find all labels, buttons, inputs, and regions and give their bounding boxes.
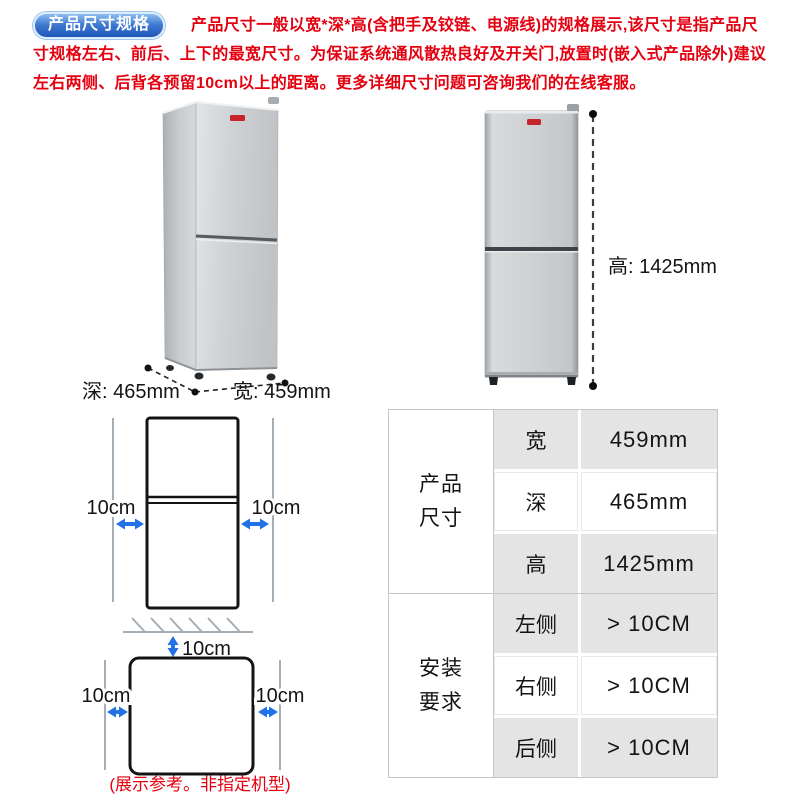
fridge-outline-top (128, 656, 255, 776)
spec-label-cell: 宽 (494, 410, 578, 469)
spec-table: 产品 尺寸 宽 459mm 深 465mm 高 1425mm 安装 要求 左侧 … (388, 409, 718, 778)
back-gap-arrow-icon (167, 636, 179, 657)
front-clearance-diagram: 10cm 10cm (84, 416, 303, 633)
width-label: 宽: 459mm (233, 380, 331, 403)
spec-section-title: 产品 尺寸 (389, 410, 494, 593)
fridge-perspective-illustration: 深: 465mm 宽: 459mm (82, 97, 331, 403)
spec-label-cell: 后侧 (494, 718, 578, 777)
spec-value-cell: 465mm (581, 472, 717, 531)
depth-measure-line (144, 364, 196, 393)
height-label: 高: 1425mm (608, 255, 717, 278)
right-gap-arrow-icon (241, 518, 269, 530)
header-section: 产品尺寸规格 产品尺寸一般以宽*深*高(含把手及铰链、电源线)的规格展示,该尺寸… (33, 11, 770, 98)
wall-hatch-icon (123, 617, 253, 633)
clearance-diagrams: 10cm 10cm 10cm (79, 416, 307, 794)
left-gap-label: 10cm (82, 685, 131, 707)
fridge-front-illustration: 高: 1425mm (484, 104, 717, 390)
door-divider-line (485, 247, 578, 251)
top-clearance-diagram: 10cm 10cm (79, 656, 307, 776)
left-gap-arrow-icon (107, 706, 128, 718)
spec-label-cell: 高 (494, 534, 578, 593)
spec-value-cell: 459mm (581, 410, 717, 469)
spec-label-cell: 右侧 (494, 656, 578, 715)
left-gap-label: 10cm (87, 497, 136, 519)
height-measure-line (589, 110, 597, 390)
spec-value-cell: > 10CM (581, 718, 717, 777)
spec-section-installation: 安装 要求 左侧 > 10CM 右侧 > 10CM 后侧 > 10CM (389, 593, 717, 777)
section-title-badge: 产品尺寸规格 (33, 12, 166, 39)
spec-section-dimensions: 产品 尺寸 宽 459mm 深 465mm 高 1425mm (389, 410, 717, 593)
width-measure-line (191, 379, 289, 396)
spec-label-cell: 左侧 (494, 594, 578, 653)
left-gap-arrow-icon (116, 518, 144, 530)
brand-logo-icon (527, 119, 541, 125)
door-divider-line (195, 234, 278, 242)
brand-logo-icon (230, 115, 245, 121)
spec-value-cell: 1425mm (581, 534, 717, 593)
spec-section-title: 安装 要求 (389, 594, 494, 777)
dimension-description-text: 产品尺寸一般以宽*深*高(含把手及铰链、电源线)的规格展示,该尺寸是指产品尺寸规… (33, 17, 767, 92)
right-gap-label: 10cm (252, 497, 301, 519)
spec-value-cell: > 10CM (581, 656, 717, 715)
door-hinge-icon (268, 97, 279, 104)
diagram-caption: (展示参考。非指定机型) (109, 775, 290, 794)
right-gap-arrow-icon (258, 706, 278, 718)
depth-label: 深: 465mm (82, 380, 180, 403)
fridge-3q-body-icon (162, 97, 279, 381)
spec-value-cell: > 10CM (581, 594, 717, 653)
fridge-front-body-icon (484, 104, 579, 385)
spec-label-cell: 深 (494, 472, 578, 531)
fridge-outline-front (145, 416, 240, 610)
right-gap-label: 10cm (256, 685, 305, 707)
